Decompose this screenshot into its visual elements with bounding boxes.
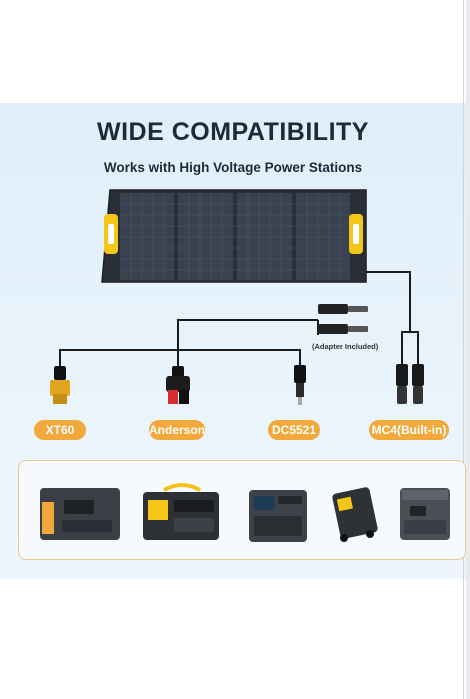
label-xt60: XT60 [34, 420, 86, 440]
adapter-note: (Adapter Included) [312, 342, 379, 351]
solar-cell-block-2 [178, 193, 233, 280]
solar-cell-block-3 [237, 193, 292, 280]
xt60-connector-icon [50, 366, 70, 404]
label-dc5521: DC5521 [268, 420, 320, 440]
anderson-connector-icon [166, 366, 190, 404]
solar-cell-block-1 [120, 193, 174, 280]
dc5521-connector-icon [294, 365, 306, 405]
banner-title: WIDE COMPATIBILITY [97, 118, 369, 146]
power-station-3 [249, 490, 307, 542]
power-station-1 [40, 488, 120, 540]
solar-panel [101, 189, 367, 283]
power-station-5 [400, 488, 450, 540]
solar-cell-grid [120, 193, 350, 280]
page-divider [463, 0, 464, 699]
label-mc4: MC4(Built-in) [369, 420, 449, 440]
banner-subtitle: Works with High Voltage Power Stations [103, 160, 363, 175]
connector-cables [59, 271, 419, 368]
page-scroll-edge [466, 0, 470, 699]
mc4-adapter-icon [318, 304, 368, 334]
solar-cell-block-4 [296, 193, 350, 280]
power-station-2 [143, 483, 219, 540]
mc4-builtin-connector-icon [396, 364, 424, 404]
power-station-4 [332, 487, 378, 542]
label-anderson: Anderson [149, 420, 205, 440]
